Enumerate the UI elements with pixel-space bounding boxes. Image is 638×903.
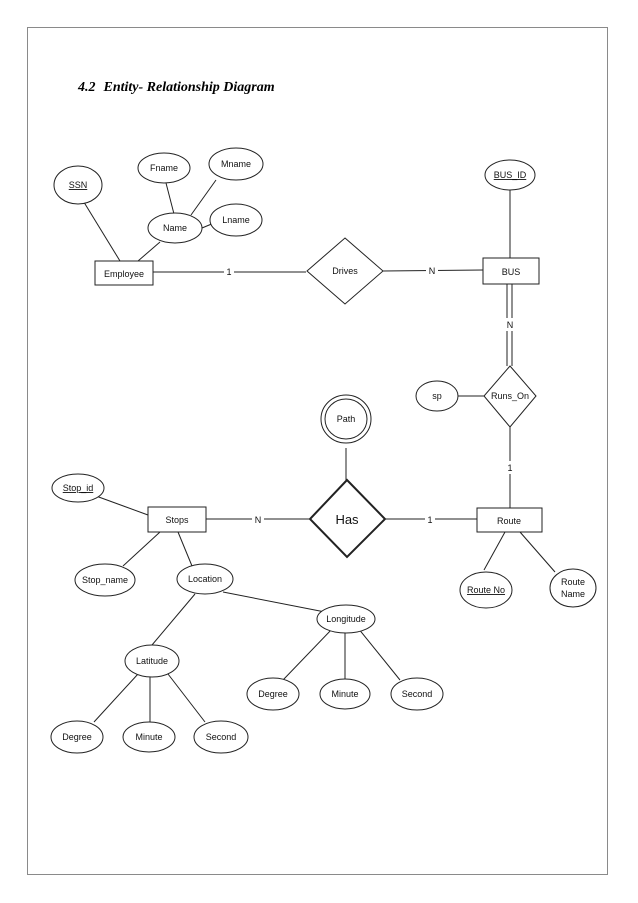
- cardinality-stops-has: N: [255, 515, 262, 525]
- attribute-latitude-second: Second: [193, 720, 249, 754]
- relationship-drives-label: Drives: [332, 266, 358, 276]
- attribute-sp-label: sp: [432, 391, 442, 401]
- attribute-stop-id: Stop_id: [51, 473, 105, 503]
- entity-stops-label: Stops: [165, 515, 189, 525]
- section-title: Entity- Relationship Diagram: [103, 80, 275, 95]
- cardinality-employee-drives: 1: [226, 267, 231, 277]
- attribute-route-no: Route No: [459, 571, 513, 609]
- attribute-mname-label: Mname: [221, 159, 251, 169]
- relationship-runs-on-label: Runs_On: [491, 391, 529, 401]
- attribute-bus-id-label: BUS_ID: [494, 170, 527, 180]
- cardinality-runs-on-route: 1: [507, 463, 512, 473]
- attribute-longitude-label: Longitude: [326, 614, 366, 624]
- section-heading: 4.2 Entity- Relationship Diagram: [78, 80, 275, 96]
- attribute-latitude-label: Latitude: [136, 656, 168, 666]
- attribute-latitude-degree-label: Degree: [62, 732, 92, 742]
- attribute-stop-name-label: Stop_name: [82, 575, 128, 585]
- attribute-route-name-label-line1: Route: [561, 577, 585, 587]
- attribute-ssn: SSN: [53, 165, 103, 205]
- attribute-longitude-second-label: Second: [402, 689, 433, 699]
- attribute-sp: sp: [415, 380, 459, 412]
- attribute-mname: Mname: [208, 147, 264, 181]
- attribute-stop-id-label: Stop_id: [63, 483, 94, 493]
- attribute-stop-name: Stop_name: [74, 563, 136, 597]
- relationship-has: Has: [308, 478, 387, 559]
- attribute-latitude-degree: Degree: [50, 720, 104, 754]
- attribute-route-name-label-line2: Name: [561, 589, 585, 599]
- cardinality-has-route: 1: [427, 515, 432, 525]
- attribute-longitude-minute: Minute: [319, 678, 371, 710]
- relationship-drives: Drives: [306, 237, 384, 305]
- attribute-path-label: Path: [337, 414, 356, 424]
- attribute-latitude: Latitude: [124, 644, 180, 678]
- entity-route: Route: [476, 507, 543, 533]
- attribute-path: Path: [320, 394, 372, 444]
- attribute-latitude-minute-label: Minute: [135, 732, 162, 742]
- attribute-name-label: Name: [163, 223, 187, 233]
- attribute-location-label: Location: [188, 574, 222, 584]
- cardinality-drives-bus: N: [429, 266, 436, 276]
- section-number: 4.2: [78, 80, 96, 95]
- entity-route-label: Route: [497, 516, 521, 526]
- attribute-name: Name: [147, 212, 203, 244]
- relationship-runs-on: Runs_On: [483, 365, 537, 428]
- attribute-fname: Fname: [137, 152, 191, 184]
- attribute-location: Location: [176, 563, 234, 595]
- attribute-lname: Lname: [209, 203, 263, 237]
- attribute-longitude-minute-label: Minute: [331, 689, 358, 699]
- attribute-latitude-minute: Minute: [122, 721, 176, 753]
- connector-lines: [81, 179, 556, 723]
- attribute-longitude-degree-label: Degree: [258, 689, 288, 699]
- entity-employee: Employee: [94, 260, 154, 286]
- attribute-fname-label: Fname: [150, 163, 178, 173]
- attribute-longitude-degree: Degree: [246, 677, 300, 711]
- relationship-has-label: Has: [335, 512, 359, 527]
- attribute-latitude-second-label: Second: [206, 732, 237, 742]
- attribute-longitude: Longitude: [316, 604, 376, 634]
- entity-stops: Stops: [147, 506, 207, 533]
- entity-bus: BUS: [482, 257, 540, 285]
- entity-bus-label: BUS: [502, 267, 521, 277]
- cardinality-bus-runs-on: N: [507, 320, 514, 330]
- attribute-bus-id: BUS_ID: [484, 159, 536, 191]
- attribute-ssn-label: SSN: [69, 180, 88, 190]
- attribute-lname-label: Lname: [222, 215, 250, 225]
- attribute-route-no-label: Route No: [467, 585, 505, 595]
- attribute-longitude-second: Second: [390, 677, 444, 711]
- attribute-route-name: Route Name: [549, 568, 597, 608]
- entity-employee-label: Employee: [104, 269, 144, 279]
- cardinality-labels: 1 N N 1 N 1: [224, 264, 517, 525]
